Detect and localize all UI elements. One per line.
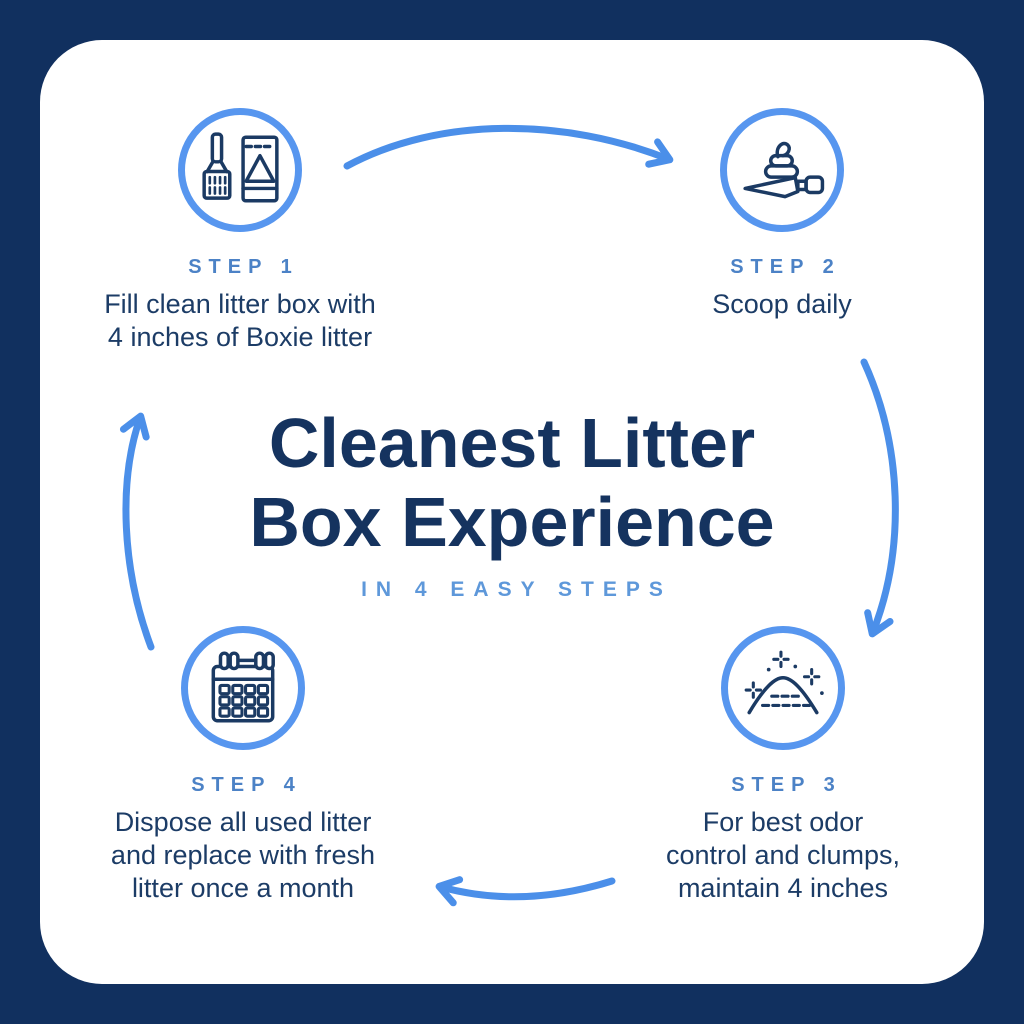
- step-2-label: STEP 2: [730, 256, 841, 278]
- step-3-desc-line-1: For best odor: [702, 807, 864, 837]
- step-4-label: STEP 4: [191, 774, 302, 796]
- step-4-desc-line-2: and replace with fresh: [110, 840, 376, 870]
- step-1-label: STEP 1: [188, 256, 299, 278]
- step-2-description: Scoop daily: [592, 288, 972, 321]
- step-1: STEP 1 Fill clean litter box with 4 inch…: [50, 108, 430, 354]
- step-2-desc-line-1: Scoop daily: [712, 289, 852, 319]
- title-line-2: Box Experience: [249, 483, 775, 561]
- litter-scoop-and-bag-icon: [202, 132, 279, 203]
- step-2: STEP 2 Scoop daily: [592, 108, 972, 321]
- step-3-circle: [721, 626, 845, 750]
- calendar-icon: [211, 651, 275, 723]
- step-4-desc-line-3: litter once a month: [131, 873, 355, 903]
- title-line-1: Cleanest Litter: [268, 404, 756, 482]
- step-1-desc-line-1: Fill clean litter box with: [104, 289, 376, 319]
- step-1-description: Fill clean litter box with 4 inches of B…: [50, 288, 430, 354]
- title-block: Cleanest Litter Box Experience IN 4 EASY…: [0, 404, 1024, 602]
- scoop-with-clump-icon: [743, 141, 825, 199]
- step-3-desc-line-2: control and clumps,: [665, 840, 901, 870]
- step-4-circle: [181, 626, 305, 750]
- step-3-description: For best odor control and clumps, mainta…: [593, 806, 973, 905]
- step-4: STEP 4 Dispose all used litter and repla…: [53, 626, 433, 905]
- step-4-description: Dispose all used litter and replace with…: [53, 806, 433, 905]
- step-2-circle: [720, 108, 844, 232]
- title-subtitle: IN 4 EASY STEPS: [361, 578, 672, 601]
- step-1-circle: [178, 108, 302, 232]
- step-3-label: STEP 3: [731, 774, 842, 796]
- step-1-desc-line-2: 4 inches of Boxie litter: [107, 322, 373, 352]
- step-3-desc-line-3: maintain 4 inches: [677, 873, 889, 903]
- litter-mound-sparkle-icon: [744, 650, 824, 715]
- step-3: STEP 3 For best odor control and clumps,…: [593, 626, 973, 905]
- step-4-desc-line-1: Dispose all used litter: [114, 807, 372, 837]
